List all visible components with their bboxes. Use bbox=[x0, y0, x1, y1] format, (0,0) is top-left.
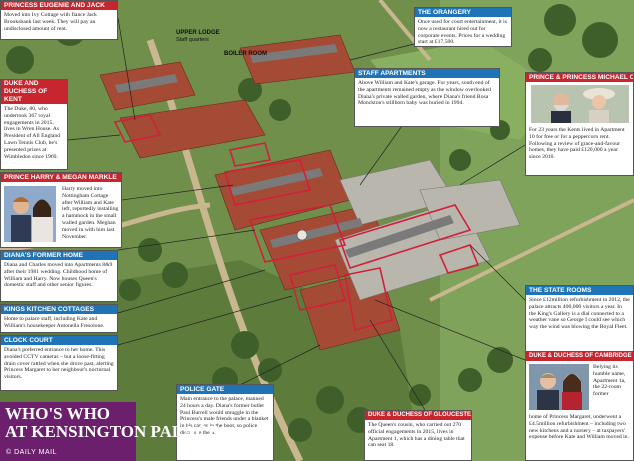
eugenie-box: PRINCESS EUGENIE AND JACK Moved into Ivy… bbox=[0, 0, 118, 40]
cambridge-photo bbox=[528, 363, 590, 411]
staff-apartments-header: STAFF APARTMENTS bbox=[355, 69, 499, 78]
diana-body: Diana and Charles moved into Apartments … bbox=[4, 262, 113, 289]
police-gate-header: POLICE GATE bbox=[177, 385, 273, 394]
police-gate-box: POLICE GATE Main entrance to the palace,… bbox=[176, 384, 274, 461]
kent-box: DUKE AND DUCHESS OF KENT The Duke, 80, w… bbox=[0, 79, 68, 170]
state-rooms-body: Since £12million refurbishment in 2012, … bbox=[529, 297, 630, 331]
cambridge-body-bottom: home of Princess Margaret, underwent a £… bbox=[529, 414, 629, 441]
upper-lodge-title: UPPER LODGE bbox=[176, 30, 220, 36]
diana-header: DIANA'S FORMER HOME bbox=[1, 251, 117, 260]
title-line-1: WHO'S WHO bbox=[5, 404, 111, 423]
cambridge-box: DUKE & DUCHESS OF CAMBRIDGE Belying its … bbox=[525, 351, 634, 461]
gloucester-body: The Queen's cousin, who carried out 270 … bbox=[368, 422, 465, 449]
police-gate-body: Main entrance to the palace, manned 24 h… bbox=[180, 396, 269, 436]
boiler-room-label: BOILER ROOM bbox=[224, 51, 267, 57]
orangery-header: THE ORANGERY bbox=[415, 8, 511, 17]
eugenie-header: PRINCESS EUGENIE AND JACK bbox=[1, 1, 117, 10]
michael-kent-photo bbox=[530, 84, 630, 124]
kent-body: The Duke, 80, who undertook 367 royal en… bbox=[4, 106, 61, 160]
michael-kent-box: PRINCE & PRINCESS MICHAEL OF KENT For 23… bbox=[525, 72, 634, 176]
diana-box: DIANA'S FORMER HOME Diana and Charles mo… bbox=[0, 250, 118, 302]
clock-court-box: CLOCK COURT Diana's preferred entrance t… bbox=[0, 335, 118, 391]
harry-meghan-photo bbox=[3, 185, 57, 243]
credit-label: © DAILY MAIL bbox=[6, 449, 57, 456]
kent-header: DUKE AND DUCHESS OF KENT bbox=[1, 80, 67, 104]
staff-apartments-body: Above William and Kate's garage. For yea… bbox=[358, 80, 491, 107]
harry-header: PRINCE HARRY & MEGAN MARKLE bbox=[1, 173, 121, 182]
cambridge-body-side: Belying its humble name, Apartment 1a, t… bbox=[593, 364, 626, 398]
kings-kitchen-box: KINGS KITCHEN COTTAGES Home to palace st… bbox=[0, 304, 118, 333]
upper-lodge-label: UPPER LODGE Staff quarters bbox=[176, 30, 220, 44]
state-rooms-box: THE STATE ROOMS Since £12million refurbi… bbox=[525, 285, 634, 361]
title-line-2: AT KENSINGTON PALACE bbox=[5, 422, 220, 441]
harry-box: PRINCE HARRY & MEGAN MARKLE Harry moved … bbox=[0, 172, 122, 248]
clock-court-header: CLOCK COURT bbox=[1, 336, 117, 345]
page-title: WHO'S WHO AT KENSINGTON PALACE bbox=[5, 405, 219, 441]
gloucester-box: DUKE & DUCHESS OF GLOUCESTER The Queen's… bbox=[364, 410, 472, 461]
cambridge-header: DUKE & DUCHESS OF CAMBRIDGE bbox=[526, 352, 633, 361]
harry-body: Harry moved into Nottingham Cottage afte… bbox=[62, 186, 119, 240]
orangery-box: THE ORANGERY Once used for court enterta… bbox=[414, 7, 512, 47]
michael-kent-body: For 23 years the Kents lived in Apartmen… bbox=[529, 127, 625, 161]
michael-kent-header: PRINCE & PRINCESS MICHAEL OF KENT bbox=[526, 73, 633, 82]
staff-apartments-box: STAFF APARTMENTS Above William and Kate'… bbox=[354, 68, 500, 127]
eugenie-body: Moved into Ivy Cottage with fiance Jack … bbox=[4, 12, 97, 32]
kings-kitchen-header: KINGS KITCHEN COTTAGES bbox=[1, 305, 117, 314]
clock-court-body: Diana's preferred entrance to her home. … bbox=[4, 347, 114, 381]
kings-kitchen-body: Home to palace staff, including Kate and… bbox=[4, 316, 105, 329]
orangery-body: Once used for court entertainment, it is… bbox=[418, 19, 507, 46]
upper-lodge-sub: Staff quarters bbox=[176, 37, 209, 43]
gloucester-header: DUKE & DUCHESS OF GLOUCESTER bbox=[365, 411, 471, 420]
title-panel: WHO'S WHO AT KENSINGTON PALACE bbox=[0, 402, 219, 461]
state-rooms-header: THE STATE ROOMS bbox=[526, 286, 633, 295]
